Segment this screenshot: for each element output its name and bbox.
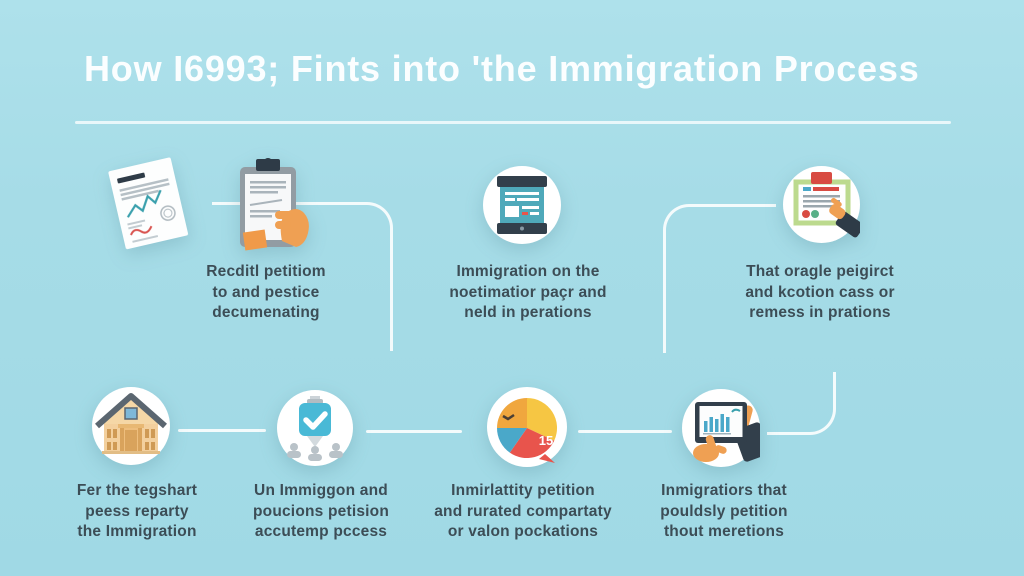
- tablet-hands-icon: [682, 389, 770, 472]
- caption-pie-chart: Inmirlattity petition and rurated compar…: [398, 481, 648, 543]
- pie-value-label: 15: [539, 433, 553, 448]
- title-divider: [75, 121, 951, 124]
- connector-top-right-bracket: [663, 204, 776, 353]
- house-icon: [92, 387, 170, 470]
- caption-line: poucions petision: [252, 502, 389, 520]
- caption-line: noetimatior paçr and: [449, 283, 607, 301]
- caption-line: and kcotion cass or: [745, 283, 895, 301]
- caption-line: Un Immiggon and: [254, 482, 388, 499]
- connector-check-pie: [366, 430, 462, 433]
- caption-line: Recditl petitiom: [206, 263, 326, 280]
- caption-line: thout meretions: [663, 523, 785, 540]
- clipboard-hand-icon: [230, 155, 314, 260]
- caption-line: the Immigration: [77, 523, 197, 540]
- signed-document-icon: [101, 152, 200, 261]
- caption-tablet-hands: Inmigratiors that pouldsly petition thou…: [604, 481, 844, 543]
- connector-top-left-bracket: [212, 202, 393, 351]
- caption-line: accutemp pccess: [254, 523, 388, 540]
- caption-line: or valon pockations: [447, 523, 599, 540]
- caption-line: peess reparty: [85, 502, 189, 520]
- connector-pie-tablet: [578, 430, 672, 433]
- caption-line: remess in prations: [749, 304, 891, 321]
- tablet-screen-icon: [483, 166, 561, 249]
- certificate-hand-icon: [783, 166, 864, 248]
- caption-clipboard: Recditl petitiom to and pestice decumena…: [146, 262, 386, 324]
- caption-line: and rurated compartaty: [434, 502, 612, 520]
- caption-line: neld in perations: [464, 304, 592, 321]
- caption-line: decumenating: [212, 304, 320, 321]
- page-title: How I6993; Fints into 'the Immigration P…: [84, 48, 920, 89]
- caption-line: to and pestice: [212, 283, 320, 301]
- check-badge-icon: [277, 390, 353, 471]
- caption-check-badge: Un Immiggon and poucions petision accute…: [201, 481, 441, 543]
- caption-line: Inmirlattity petition: [451, 482, 595, 499]
- caption-tablet-screen: Immigration on the noetimatior paçr and …: [408, 262, 648, 324]
- caption-certificate: That oragle peigirct and kcotion cass or…: [700, 262, 940, 324]
- caption-line: Immigration on the: [456, 263, 600, 280]
- pie-chart-icon: 15: [487, 387, 567, 472]
- caption-line: Inmigratiors that: [661, 482, 787, 499]
- caption-line: Fer the tegshart: [76, 482, 198, 499]
- connector-right-corner: [767, 372, 836, 435]
- caption-line: pouldsly petition: [660, 502, 788, 520]
- connector-house-check: [178, 429, 266, 432]
- caption-house: Fer the tegshart peess reparty the Immig…: [17, 481, 257, 543]
- caption-line: That oragle peigirct: [746, 263, 894, 280]
